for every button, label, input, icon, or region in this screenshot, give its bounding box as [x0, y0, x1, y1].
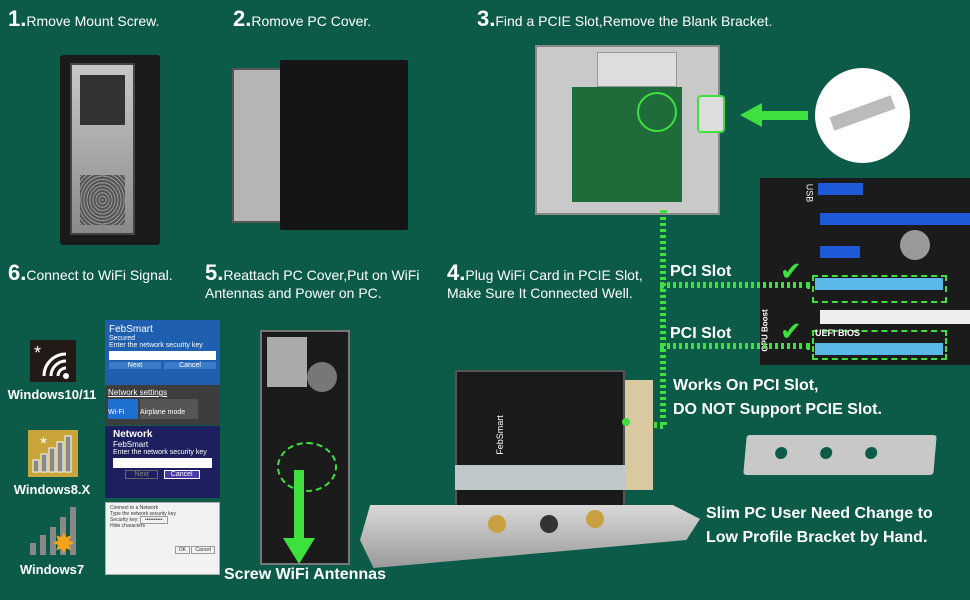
key-prompt: Enter the network security key [113, 449, 207, 456]
step-6-heading: 6.Connect to WiFi Signal. [8, 260, 173, 285]
pc-cover-image [232, 60, 412, 230]
motherboard-image: USB UEFI BIOS GPU Boost ✔ ✔ [760, 178, 970, 365]
step-4-heading: 4.Plug WiFi Card in PCIE Slot,Make Sure … [447, 260, 643, 302]
wifi-card-image: FebSmart [360, 370, 700, 580]
dialog-title: Connect to a Network [110, 505, 159, 511]
signal-bars-star-icon: ✸ [28, 505, 78, 559]
cancel-button[interactable]: Cancel [164, 362, 216, 369]
key-label: Security key: [110, 517, 139, 523]
pci-slot-label-2: PCI Slot [670, 325, 732, 342]
pci-note-line-2: DO NOT Support PCIE Slot. [673, 401, 882, 418]
cancel-button[interactable]: Cancel [163, 470, 200, 479]
win8-wifi-dialog: Network FebSmart Enter the network secur… [105, 426, 220, 498]
step-3-heading: 3.Find a PCIE Slot,Remove the Blank Brac… [477, 6, 773, 31]
key-prompt: Type the network security key [110, 511, 176, 517]
svg-text:✸: ✸ [52, 528, 75, 557]
checkmark-icon: ✔ [780, 316, 802, 346]
win7-wifi-dialog: Connect to a Network Type the network se… [105, 502, 220, 575]
arrow-left-icon [740, 103, 808, 127]
connector-line [660, 210, 666, 425]
uefi-label: UEFI BIOS [815, 328, 861, 338]
network-title: Network [113, 429, 153, 440]
win10-wifi-dialog: FebSmart Secured Enter the network secur… [105, 320, 220, 385]
step-2-heading: 2.Romove PC Cover. [233, 6, 372, 31]
os-label-win7: Windows7 [19, 562, 85, 577]
wifi-toggle[interactable]: Wi-Fi [108, 399, 138, 419]
airplane-mode-toggle[interactable]: Airplane mode [140, 399, 198, 419]
hide-characters-checkbox[interactable]: Hide characters [110, 523, 146, 529]
svg-text:*: * [40, 434, 47, 454]
slim-note-line-2: Low Profile Bracket by Hand. [706, 529, 928, 546]
pci-slot-label-1: PCI Slot [670, 263, 732, 280]
cancel-button[interactable]: Cancel [191, 546, 215, 554]
network-name: FebSmart [113, 440, 149, 449]
pc-tower-rear-image [260, 330, 350, 565]
os-label-win10: Windows10/11 [7, 387, 97, 402]
screw-antennas-label: Screw WiFi Antennas [224, 566, 386, 583]
card-brand-label: FebSmart [494, 415, 505, 455]
signal-bars-icon: * [28, 430, 78, 477]
step-1-heading: 1.Rmove Mount Screw. [8, 6, 160, 31]
blank-bracket-image [815, 68, 910, 163]
low-profile-bracket-image [743, 435, 937, 475]
network-settings-link[interactable]: Network settings [108, 388, 168, 397]
os-label-win8: Windows8.X [13, 482, 91, 497]
key-prompt: Enter the network security key [109, 342, 203, 349]
connector-line [660, 282, 810, 288]
usb-label: USB [804, 183, 815, 203]
pc-tower-image [60, 55, 160, 245]
slot-highlight [697, 95, 725, 133]
connector-line [660, 343, 810, 349]
next-button[interactable]: Next [109, 362, 161, 369]
arrow-down-icon [283, 470, 315, 565]
network-status: Secured [109, 335, 136, 342]
wifi-icon: * [30, 340, 76, 382]
security-key-input[interactable] [109, 351, 216, 360]
checkmark-icon: ✔ [780, 256, 802, 286]
network-name: FebSmart [109, 324, 153, 335]
security-key-input[interactable]: •••••••••• [140, 516, 168, 524]
ok-button[interactable]: OK [174, 546, 191, 554]
security-key-input[interactable] [113, 458, 212, 468]
next-button[interactable]: Next [125, 470, 158, 479]
pc-internal-image [535, 45, 720, 215]
slim-note-line-1: Slim PC User Need Change to [706, 505, 933, 522]
pci-note-line-1: Works On PCI Slot, [673, 377, 819, 394]
